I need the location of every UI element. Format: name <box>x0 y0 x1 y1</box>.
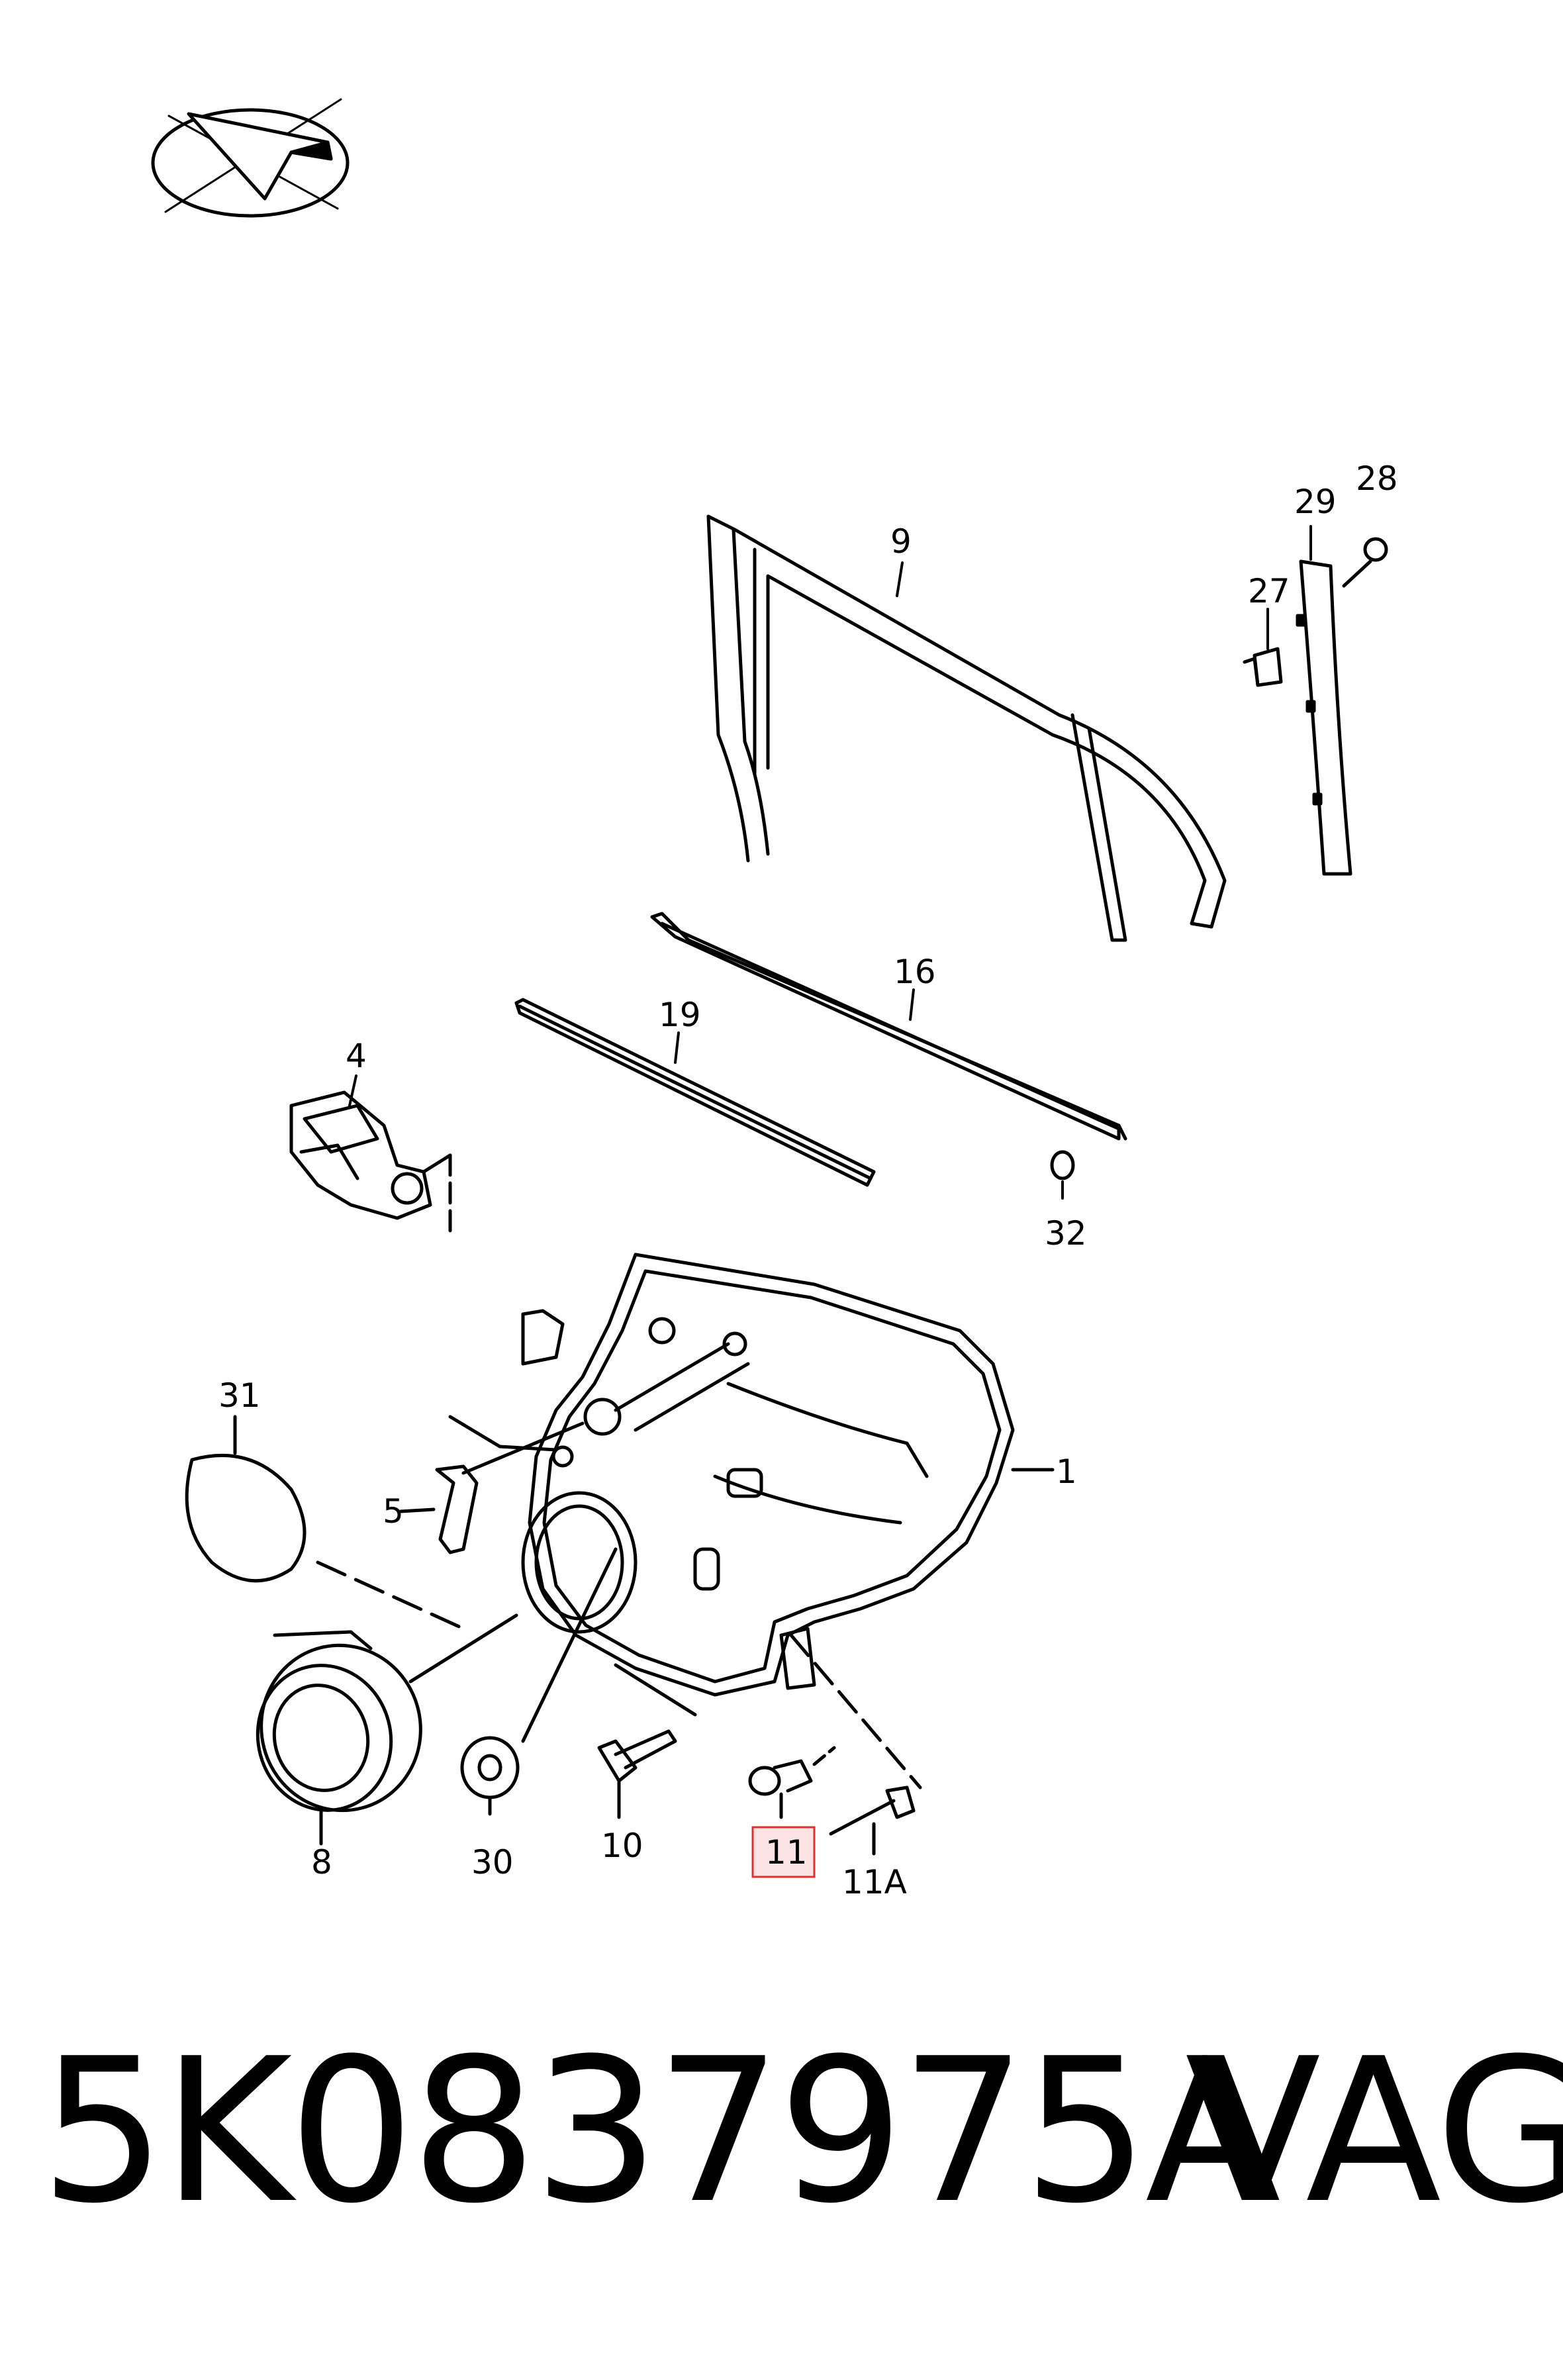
label-part-28[interactable]: 28 <box>1356 459 1398 498</box>
direction-arrow-logo <box>151 98 350 218</box>
part-4-window-motor <box>289 1090 452 1240</box>
part-19-inner-seal <box>514 998 876 1187</box>
part-9-window-guide <box>706 514 1227 942</box>
label-part-11[interactable]: 11 <box>765 1833 808 1872</box>
part-30-grommet <box>460 1547 618 1816</box>
highlight-box-part-11 <box>751 1826 816 1878</box>
label-part-4[interactable]: 4 <box>346 1037 367 1075</box>
label-part-9[interactable]: 9 <box>890 522 912 561</box>
label-part-29[interactable]: 29 <box>1294 483 1337 521</box>
label-part-16[interactable]: 16 <box>894 953 936 991</box>
footer: 5K0837975A VAG <box>0 2019 1563 2284</box>
label-part-19[interactable]: 19 <box>659 996 701 1034</box>
label-part-32[interactable]: 32 <box>1045 1214 1087 1253</box>
part-8-loudspeaker <box>256 1613 518 1846</box>
part-32-plug <box>1050 1150 1075 1180</box>
part-5-window-crank <box>399 1415 585 1554</box>
part-number: 5K0837975A <box>40 2016 1281 2247</box>
leader-lines <box>348 525 1312 1200</box>
part-11a-blind-rivet <box>789 1633 922 1856</box>
part-16-outer-seal <box>650 912 1127 1141</box>
label-part-5[interactable]: 5 <box>383 1492 404 1531</box>
part-10-clip-pin <box>597 1663 697 1819</box>
brand-name: VAG <box>1185 2016 1563 2247</box>
part-27-clip <box>1243 647 1283 687</box>
label-part-10[interactable]: 10 <box>601 1827 643 1865</box>
part-29-pillar-trim <box>1296 559 1352 876</box>
part-1-door-carrier <box>521 1253 1055 1697</box>
label-part-8[interactable]: 8 <box>311 1843 332 1881</box>
label-part-1[interactable]: 1 <box>1056 1452 1077 1491</box>
label-part-30[interactable]: 30 <box>471 1843 514 1881</box>
part-31-cover <box>185 1415 465 1631</box>
label-part-31[interactable]: 31 <box>218 1376 261 1415</box>
label-part-27[interactable]: 27 <box>1248 572 1290 610</box>
part-28-screw <box>1342 537 1388 588</box>
label-part-11a[interactable]: 11A <box>842 1863 907 1901</box>
part-11-rivet-stud <box>748 1746 836 1819</box>
